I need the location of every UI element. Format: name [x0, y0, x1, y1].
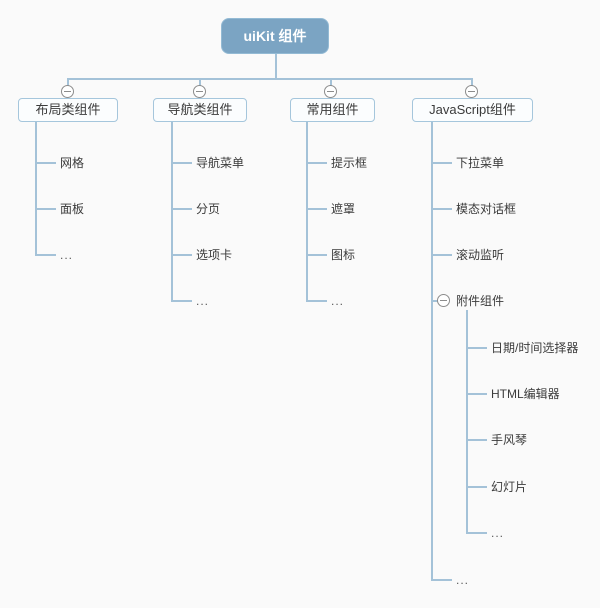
node-alert-box[interactable]: 提示框: [331, 156, 368, 170]
connector-line: [466, 486, 487, 488]
connector-line: [431, 579, 452, 581]
connector-line: [306, 254, 327, 256]
node-accordion[interactable]: 手风琴: [491, 433, 528, 447]
connector-line: [35, 254, 56, 256]
connector-line: [431, 300, 438, 302]
node-dropdown[interactable]: 下拉菜单: [456, 156, 505, 170]
node-carousel[interactable]: 幻灯片: [491, 480, 528, 494]
connector-line: [431, 162, 452, 164]
root-node[interactable]: uiKit 组件: [221, 18, 329, 54]
connector-line: [171, 300, 192, 302]
connector-line: [306, 208, 327, 210]
node-html-editor[interactable]: HTML编辑器: [491, 387, 560, 401]
node-tabs[interactable]: 选项卡: [196, 248, 233, 262]
connector-line: [35, 208, 56, 210]
node-addon-components[interactable]: 附件组件: [456, 294, 505, 308]
connector-line: [35, 162, 56, 164]
connector-line: [171, 254, 192, 256]
node-more-layout[interactable]: ...: [60, 248, 74, 262]
connector-line: [330, 80, 332, 86]
node-pagination[interactable]: 分页: [196, 202, 221, 216]
connector-line: [431, 122, 433, 581]
node-icon[interactable]: 图标: [331, 248, 356, 262]
collapse-icon-js[interactable]: [465, 85, 478, 98]
collapse-icon-layout[interactable]: [61, 85, 74, 98]
connector-line: [67, 80, 69, 86]
node-more-addon[interactable]: ...: [491, 526, 505, 540]
connector-line: [466, 347, 487, 349]
node-mask[interactable]: 遮罩: [331, 202, 356, 216]
node-scrollspy[interactable]: 滚动监听: [456, 248, 505, 262]
node-more-js[interactable]: ...: [456, 573, 470, 587]
branch-node-js[interactable]: JavaScript组件: [412, 98, 533, 122]
collapse-icon-common[interactable]: [324, 85, 337, 98]
node-nav-menu[interactable]: 导航菜单: [196, 156, 245, 170]
connector-line: [275, 54, 277, 79]
connector-line: [35, 122, 37, 256]
minus-glyph: [468, 91, 475, 92]
connector-line: [471, 80, 473, 86]
connector-line: [431, 208, 452, 210]
connector-line: [171, 122, 173, 302]
connector-line: [306, 122, 308, 302]
connector-line: [67, 78, 473, 80]
connector-line: [466, 310, 468, 534]
branch-node-common[interactable]: 常用组件: [290, 98, 375, 122]
node-grid[interactable]: 网格: [60, 156, 85, 170]
connector-line: [171, 162, 192, 164]
node-more-common[interactable]: ...: [331, 294, 345, 308]
minus-glyph: [327, 91, 334, 92]
branch-node-nav[interactable]: 导航类组件: [153, 98, 247, 122]
connector-line: [466, 393, 487, 395]
node-panel[interactable]: 面板: [60, 202, 85, 216]
connector-line: [171, 208, 192, 210]
connector-line: [466, 532, 487, 534]
minus-glyph: [64, 91, 71, 92]
minus-glyph: [440, 300, 447, 301]
connector-line: [306, 162, 327, 164]
node-more-nav[interactable]: ...: [196, 294, 210, 308]
connector-line: [431, 254, 452, 256]
minus-glyph: [196, 91, 203, 92]
branch-node-layout[interactable]: 布局类组件: [18, 98, 118, 122]
connector-line: [466, 439, 487, 441]
collapse-icon-nav[interactable]: [193, 85, 206, 98]
node-modal-dialog[interactable]: 模态对话框: [456, 202, 517, 216]
connector-line: [306, 300, 327, 302]
collapse-icon-addon[interactable]: [437, 294, 450, 307]
node-datetime-picker[interactable]: 日期/时间选择器: [491, 341, 579, 355]
connector-line: [199, 80, 201, 86]
